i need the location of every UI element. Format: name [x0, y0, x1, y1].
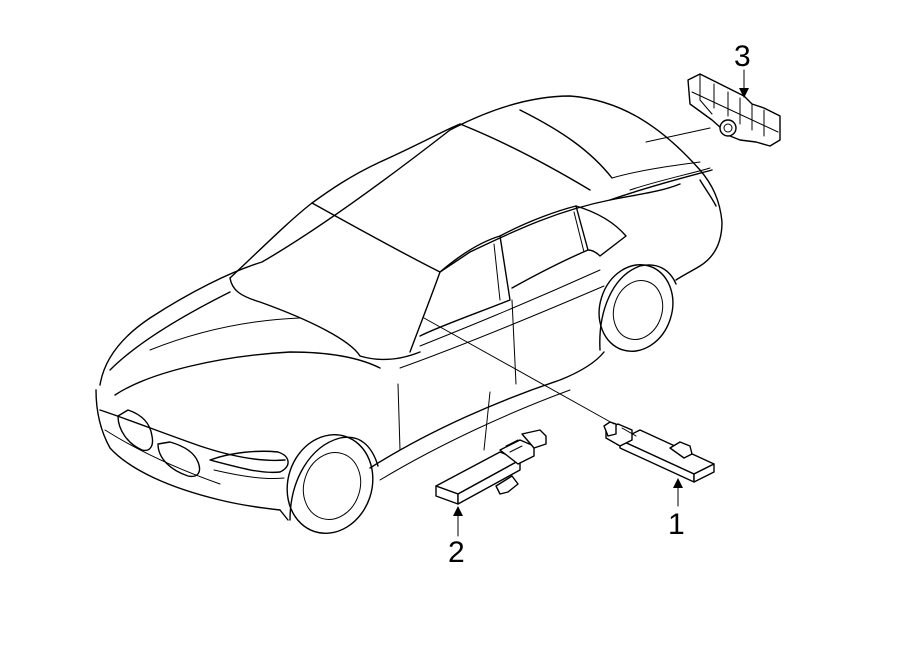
car-illustration [95, 95, 723, 534]
rear-sensor-bracket [687, 73, 781, 147]
callout-number-3: 3 [734, 40, 751, 73]
sensor-module-right [603, 421, 715, 483]
callout-number-2: 2 [448, 536, 465, 569]
leader-lines [423, 127, 711, 451]
sensor-module-left [435, 429, 547, 505]
callout-arrows [453, 69, 749, 537]
callout-number-1: 1 [668, 508, 685, 541]
